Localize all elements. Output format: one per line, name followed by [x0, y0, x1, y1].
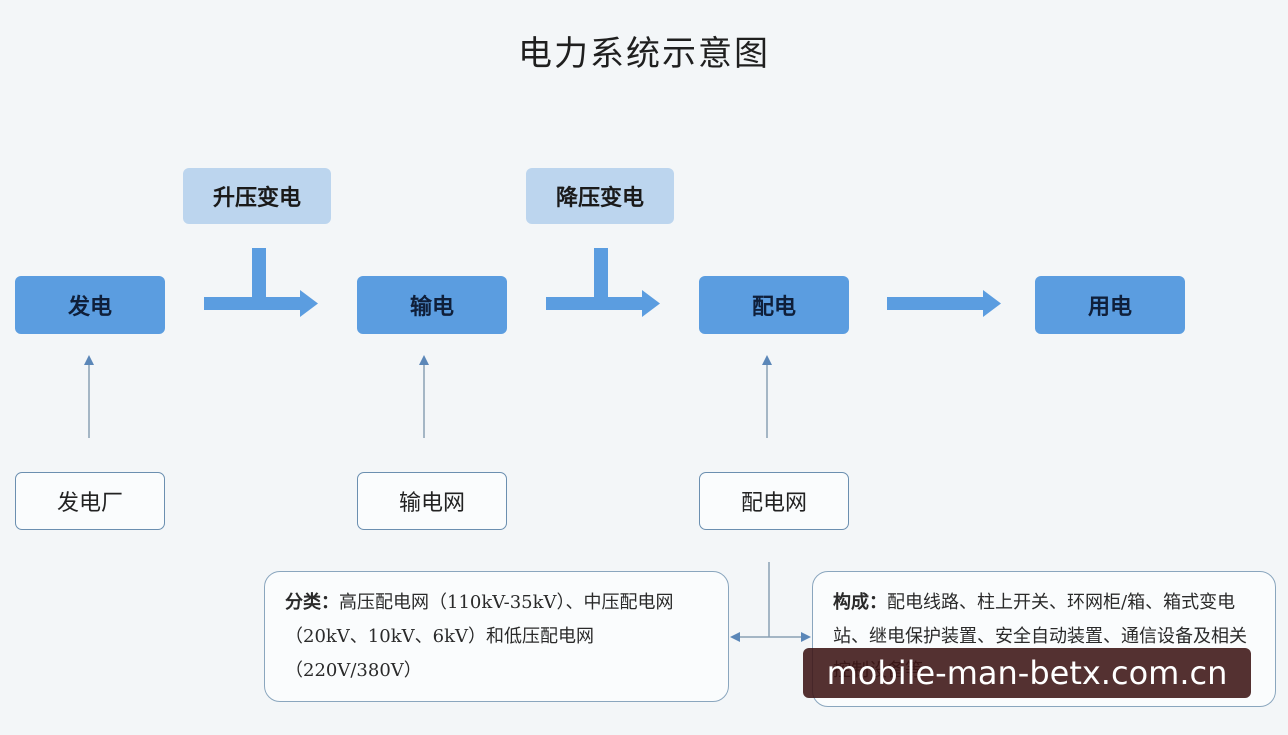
main-box-consumption: 用电	[1035, 276, 1185, 334]
diagram-title: 电力系统示意图	[518, 34, 770, 74]
arrow-generation-to-transmission	[204, 248, 318, 317]
classification-box: 分类：高压配电网（110kV-35kV）、中压配电网（20kV、10kV、6kV…	[264, 571, 729, 702]
power-plant-label: 发电厂	[56, 491, 123, 516]
classification-heading: 分类：	[285, 592, 339, 613]
main-box-transmission: 输电	[357, 276, 507, 334]
distribution-grid-label: 配电网	[740, 491, 807, 516]
transmission-label: 输电	[409, 295, 454, 320]
main-box-distribution: 配电	[699, 276, 849, 334]
source-box-transmission-grid: 输电网	[357, 472, 507, 530]
main-box-generation: 发电	[15, 276, 165, 334]
transmission-grid-label: 输电网	[398, 491, 465, 516]
distribution-label: 配电	[751, 295, 796, 320]
generation-label: 发电	[67, 295, 112, 320]
source-box-distribution-grid: 配电网	[699, 472, 849, 530]
classification-text: 高压配电网（110kV-35kV）、中压配电网（20kV、10kV、6kV）和低…	[285, 592, 674, 682]
source-box-power-plant: 发电厂	[15, 472, 165, 530]
step-box-step-up: 升压变电	[183, 168, 331, 224]
arrow-distribution-to-consumption	[887, 290, 1001, 317]
step-down-label: 降压变电	[555, 186, 644, 211]
composition-heading: 构成：	[833, 592, 887, 613]
step-box-step-down: 降压变电	[526, 168, 674, 224]
consumption-label: 用电	[1087, 295, 1132, 320]
watermark-banner: mobile-man-betx.com.cn	[803, 648, 1251, 698]
step-up-label: 升压变电	[212, 186, 301, 211]
arrow-transmission-to-distribution	[546, 248, 660, 317]
